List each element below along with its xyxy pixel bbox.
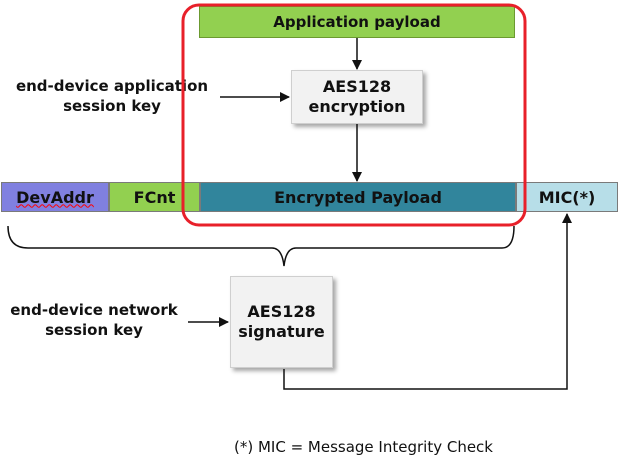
net-session-key-line1: end-device network — [10, 301, 178, 319]
net-session-key-label: end-device network session key — [0, 300, 188, 340]
net-session-key-line2: session key — [45, 321, 143, 339]
mic-label: MIC(*) — [538, 187, 596, 207]
app-session-key-line2: session key — [63, 97, 161, 115]
app-session-key-label: end-device application session key — [6, 76, 218, 116]
mic-field: MIC(*) — [516, 182, 618, 212]
fcnt-field: FCnt — [109, 182, 200, 212]
aes-encryption-line1: AES128 — [322, 77, 392, 96]
frame-brace — [7, 225, 515, 267]
aes-signature-line1: AES128 — [247, 302, 316, 321]
mic-footnote: (*) MIC = Message Integrity Check — [234, 438, 493, 456]
aes128-signature-box: AES128 signature — [230, 276, 333, 368]
encryption-highlight-frame — [181, 3, 527, 227]
aes-encryption-line2: encryption — [308, 97, 406, 116]
application-payload-label: Application payload — [273, 13, 441, 31]
encrypted-payload-field: Encrypted Payload — [200, 182, 516, 212]
encrypted-payload-label: Encrypted Payload — [274, 187, 442, 207]
devaddr-label: DevAddr — [16, 187, 94, 207]
aes128-encryption-box: AES128 encryption — [291, 70, 423, 124]
app-session-key-line1: end-device application — [15, 77, 209, 95]
aes-signature-line2: signature — [238, 322, 325, 341]
signature-to-mic-arrow — [283, 213, 572, 390]
fcnt-label: FCnt — [133, 187, 176, 207]
application-payload-block: Application payload — [199, 6, 515, 38]
devaddr-field: DevAddr — [1, 182, 109, 212]
